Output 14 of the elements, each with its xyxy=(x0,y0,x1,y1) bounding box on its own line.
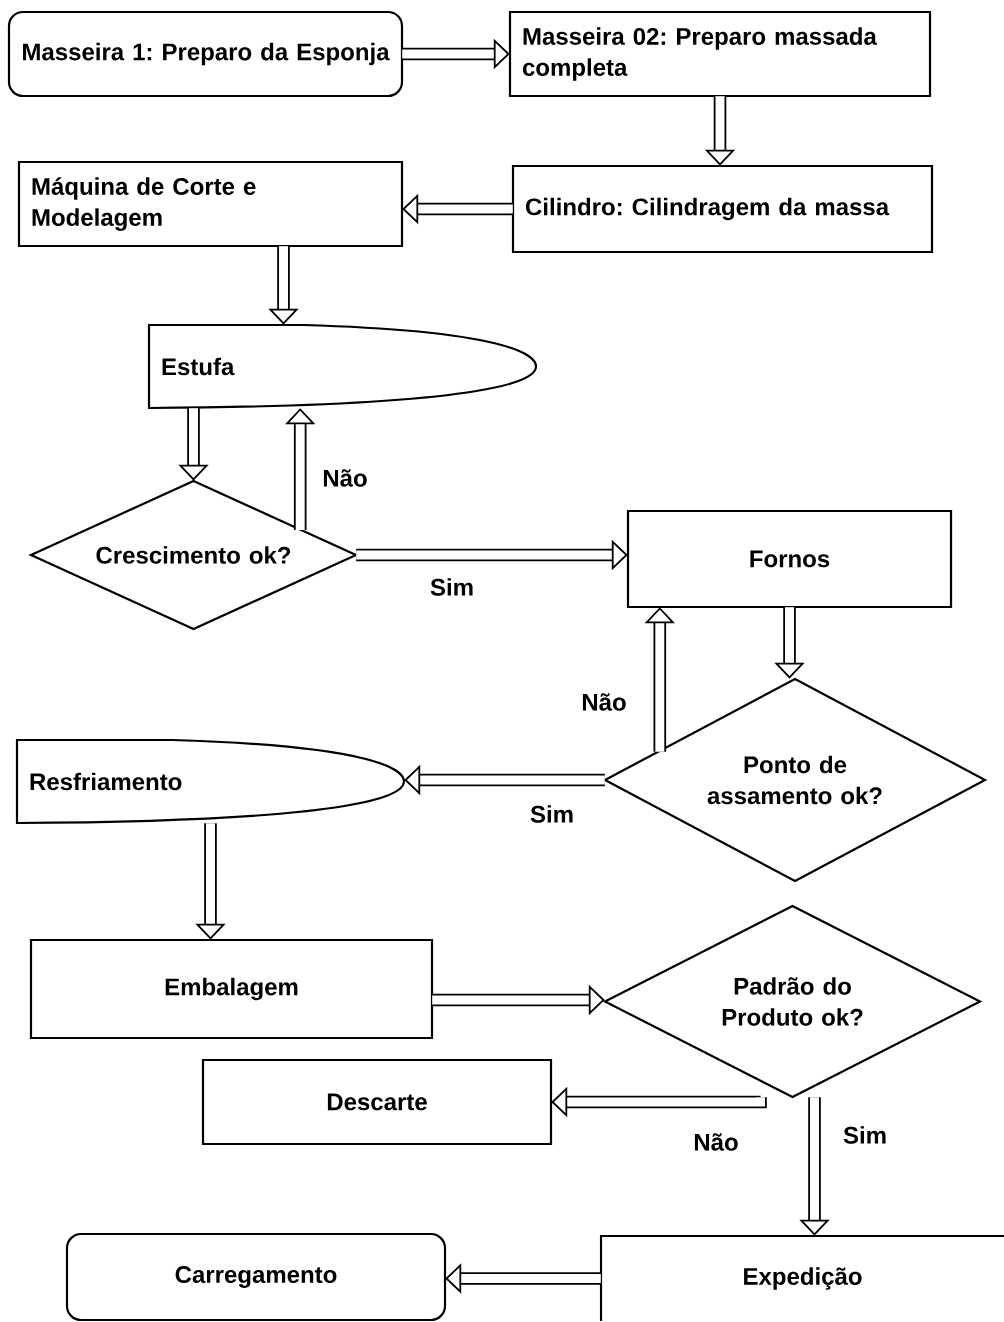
process-box: Expedição xyxy=(599,1234,1004,1321)
edge-label: Sim xyxy=(430,578,473,596)
edge-label: Sim xyxy=(530,805,573,823)
process-box: Embalagem xyxy=(29,938,434,1040)
edge-label: Não xyxy=(694,1133,738,1151)
process-box: Masseira 02: Preparo massada completa xyxy=(508,10,932,98)
terminal-box: Carregamento xyxy=(65,1232,447,1322)
edge-label: Não xyxy=(582,693,626,711)
process-box: Descarte xyxy=(201,1058,553,1146)
process-box: Fornos xyxy=(626,509,953,609)
terminal-box: Masseira 1: Preparo da Esponja xyxy=(7,10,404,98)
process-box: Cilindro: Cilindragem da massa xyxy=(511,164,934,254)
edge-label: Sim xyxy=(843,1126,886,1144)
process-box: Máquina de Corte e Modelagem xyxy=(17,160,404,248)
